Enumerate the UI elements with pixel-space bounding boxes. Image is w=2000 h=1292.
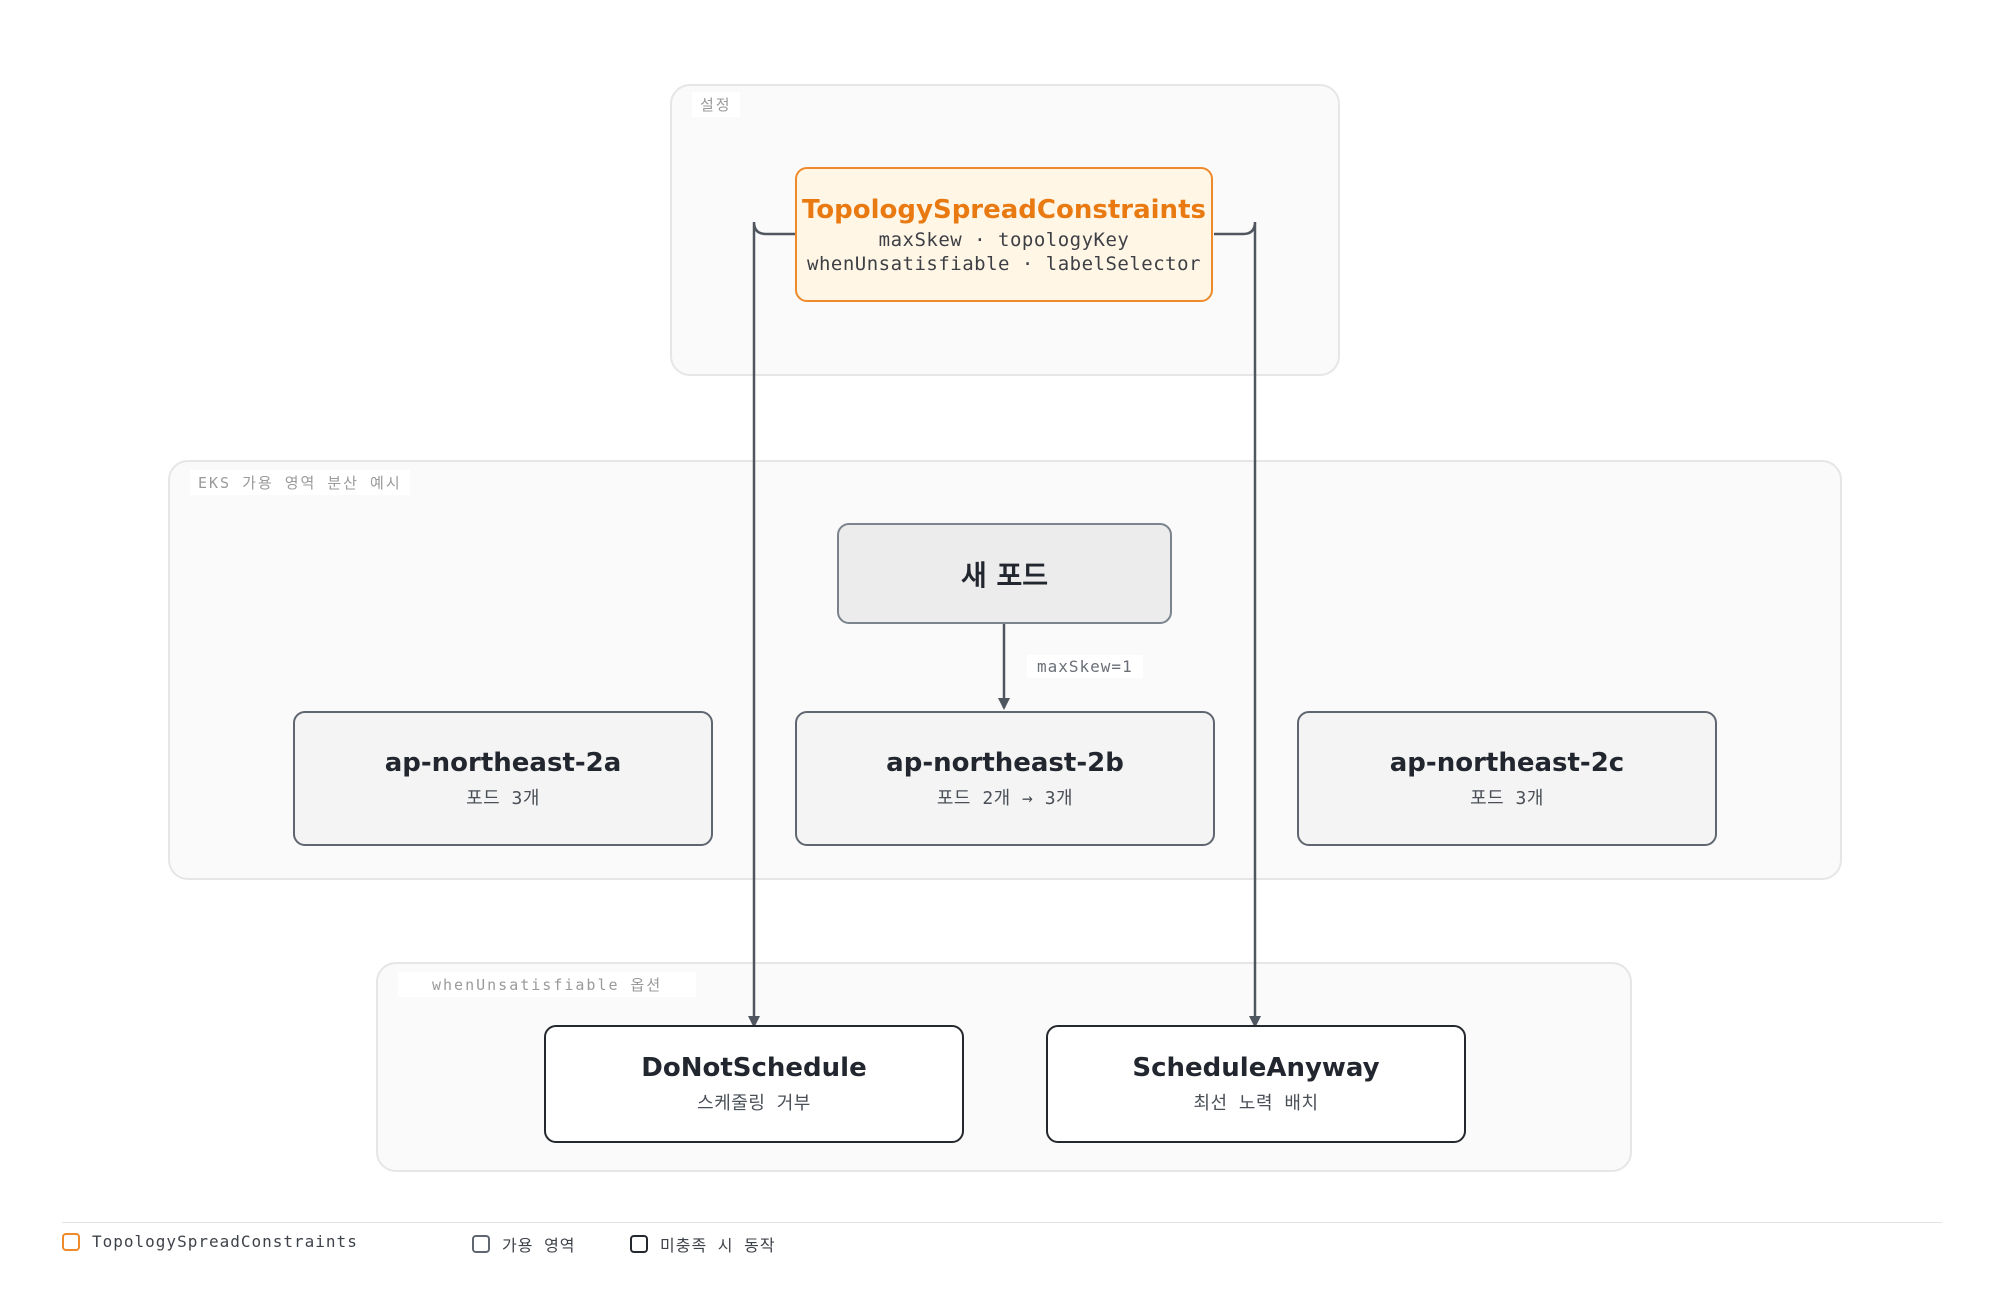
legend-swatch-orange	[62, 1232, 80, 1251]
zone-a-node[interactable]: ap-northeast-2a 포드 3개	[293, 711, 713, 846]
legend-item-tsc: TopologySpreadConstraints	[62, 1232, 358, 1251]
legend-item-zone: 가용 영역	[472, 1232, 576, 1256]
do-not-schedule-node[interactable]: DoNotSchedule 스케줄링 거부	[544, 1025, 964, 1143]
zone-b-title: ap-northeast-2b	[886, 747, 1124, 778]
options-group-label: whenUnsatisfiable 옵션	[398, 972, 697, 997]
do-not-schedule-sub: 스케줄링 거부	[697, 1093, 811, 1114]
zone-c-title: ap-northeast-2c	[1389, 747, 1625, 778]
legend-swatch-gray	[472, 1235, 490, 1253]
do-not-schedule-title: DoNotSchedule	[641, 1053, 867, 1083]
new-pod-node[interactable]: 새 포드	[837, 523, 1172, 624]
tsc-title: TopologySpreadConstraints	[802, 194, 1206, 225]
legend-label-tsc: TopologySpreadConstraints	[92, 1232, 358, 1251]
zone-c-node[interactable]: ap-northeast-2c 포드 3개	[1297, 711, 1717, 846]
schedule-anyway-node[interactable]: ScheduleAnyway 최선 노력 배치	[1046, 1025, 1466, 1143]
config-group-label: 설정	[692, 92, 740, 117]
edge-tsc-to-schedule-anyway	[1214, 221, 1261, 1028]
legend-item-option: 미충족 시 동작	[630, 1232, 776, 1256]
legend-label-zone: 가용 영역	[502, 1236, 576, 1255]
edge-label-maxskew: maxSkew=1	[1027, 655, 1143, 678]
zone-a-title: ap-northeast-2a	[384, 747, 622, 778]
schedule-anyway-title: ScheduleAnyway	[1132, 1053, 1380, 1083]
zones-group-label: EKS 가용 영역 분산 예시	[190, 470, 410, 495]
edge-tsc-to-do-not-schedule	[748, 221, 795, 1028]
zone-c-sub: 포드 3개	[1470, 787, 1544, 809]
zone-b-sub: 포드 2개 → 3개	[936, 787, 1074, 809]
legend-swatch-dark	[630, 1235, 648, 1253]
new-pod-title: 새 포드	[960, 558, 1049, 592]
legend-label-option: 미충족 시 동작	[660, 1236, 776, 1255]
legend-divider	[62, 1222, 1942, 1223]
zone-a-sub: 포드 3개	[466, 787, 540, 809]
tsc-line1: maxSkew · topologyKey	[878, 228, 1130, 251]
tsc-line2: whenUnsatisfiable · labelSelector	[807, 252, 1201, 275]
schedule-anyway-sub: 최선 노력 배치	[1193, 1093, 1319, 1114]
zone-b-node[interactable]: ap-northeast-2b 포드 2개 → 3개	[795, 711, 1215, 846]
topology-spread-constraints-node[interactable]: TopologySpreadConstraints maxSkew · topo…	[795, 167, 1213, 302]
